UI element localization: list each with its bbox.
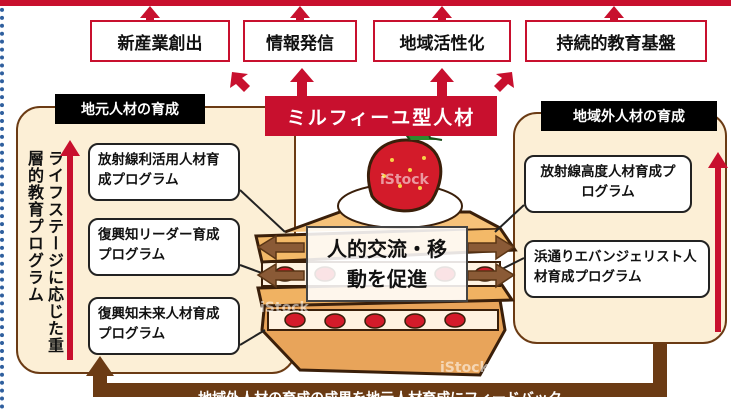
arrow-up-icon (60, 140, 80, 360)
program-advanced-radiation: 放射線高度人材育成プログラム (524, 155, 692, 213)
output-sustainable-education: 持続的教育基盤 (525, 20, 707, 62)
external-panel (513, 112, 727, 344)
arrow-up-icon (432, 6, 452, 20)
lifestage-arrow (60, 140, 80, 360)
arrow-left-icon (256, 262, 305, 289)
program-revival-leader: 復興知リーダー育成プログラム (88, 218, 240, 276)
arrow-right-icon (467, 234, 516, 261)
exchange-box: 人的交流・移動を促進 (306, 226, 468, 302)
millefeuille-talent-label: ミルフィーユ型人材 (265, 96, 497, 136)
output-info-dissemination: 情報発信 (243, 20, 357, 62)
local-title: 地元人材の育成 (55, 94, 205, 124)
output-regional-revitalization: 地域活性化 (373, 20, 511, 62)
arrow-up-icon (140, 6, 160, 20)
output-new-industry: 新産業創出 (90, 20, 230, 62)
watermark: iStock (260, 300, 309, 316)
lifestage-label: ライフステージに応じた重層的教育プログラム (25, 150, 64, 354)
external-title: 地域外人材の育成 (541, 101, 717, 131)
arrow-up-icon (86, 356, 114, 376)
arrow-up-icon (430, 68, 454, 96)
arrow-up-icon (290, 68, 314, 96)
arrow-up-icon (708, 152, 728, 332)
arrow-upright-icon (494, 72, 514, 92)
external-arrow (708, 152, 728, 332)
arrow-left-icon (256, 234, 305, 261)
arrow-up-icon (604, 6, 624, 20)
arrow-right-icon (467, 262, 516, 289)
exchange-label: 人的交流・移動を促進 (327, 237, 447, 291)
program-revival-future: 復興知未来人材育成プログラム (88, 297, 240, 355)
feedback-label: 地域外人材の育成の成果を地元人材育成にフィードバック (198, 391, 562, 407)
watermark: iStock (380, 172, 429, 188)
program-hamadori-evangelist: 浜通りエバンジェリスト人材育成プログラム (524, 240, 710, 298)
frame-border (0, 0, 6, 409)
arrow-upleft-icon (230, 72, 250, 92)
arrow-up-icon (290, 6, 310, 20)
top-bar (0, 0, 731, 6)
program-radiation-utilization: 放射線利活用人材育成プログラム (88, 143, 240, 201)
watermark: iStock (440, 360, 489, 376)
